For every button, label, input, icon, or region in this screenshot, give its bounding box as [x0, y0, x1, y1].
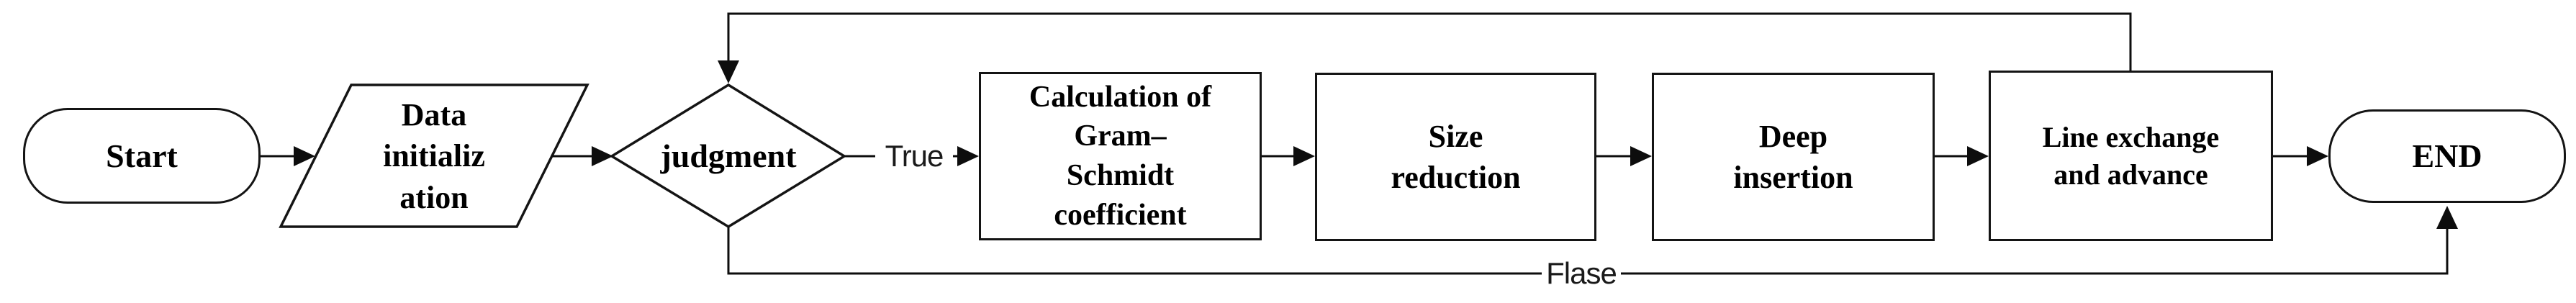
- arrowhead-lineexchange: [1967, 146, 1989, 166]
- node-gram-schmidt-label: Calculation of Gram– Schmidt coefficient: [1029, 80, 1212, 232]
- arrowhead-end: [2307, 146, 2328, 166]
- node-deep-insertion-label: Deep insertion: [1733, 118, 1853, 195]
- node-line-exchange-label: Line exchange and advance: [2042, 120, 2220, 191]
- node-gram-schmidt: Calculation of Gram– Schmidt coefficient: [979, 72, 1262, 240]
- node-judgment: judgment: [620, 122, 836, 190]
- edge-feedback-loop: [727, 12, 2132, 71]
- edge-label-false-text: Flase: [1546, 256, 1617, 290]
- parallelogram-shape: [279, 83, 589, 228]
- node-judgment-label: judgment: [660, 137, 797, 175]
- edge-label-true: True: [875, 137, 953, 175]
- edge-false-right-segment: [1614, 229, 2449, 275]
- arrowhead-feedback-judgment: [718, 60, 739, 83]
- node-start: Start: [23, 108, 261, 204]
- arrowhead-calculation: [957, 146, 979, 166]
- edge-label-true-text: True: [885, 139, 944, 173]
- node-end: END: [2328, 109, 2566, 203]
- node-size-reduction: Size reduction: [1315, 73, 1596, 241]
- node-size-reduction-label: Size reduction: [1391, 118, 1521, 195]
- arrowhead-datainit: [294, 146, 315, 166]
- node-line-exchange: Line exchange and advance: [1989, 71, 2273, 241]
- arrowhead-judgment: [592, 146, 613, 166]
- arrowhead-deep: [1630, 146, 1652, 166]
- arrowhead-size: [1293, 146, 1315, 166]
- node-start-label: Start: [106, 137, 178, 174]
- arrowhead-false-end: [2436, 206, 2458, 229]
- node-end-label: END: [2412, 137, 2482, 175]
- node-data-initialization-label: Data initializ ation: [383, 97, 485, 215]
- edge-false-left-segment: [727, 227, 1547, 275]
- node-deep-insertion: Deep insertion: [1652, 73, 1935, 241]
- edge-label-false: Flase: [1542, 255, 1621, 292]
- node-data-initialization: Data initializ ation: [330, 88, 538, 225]
